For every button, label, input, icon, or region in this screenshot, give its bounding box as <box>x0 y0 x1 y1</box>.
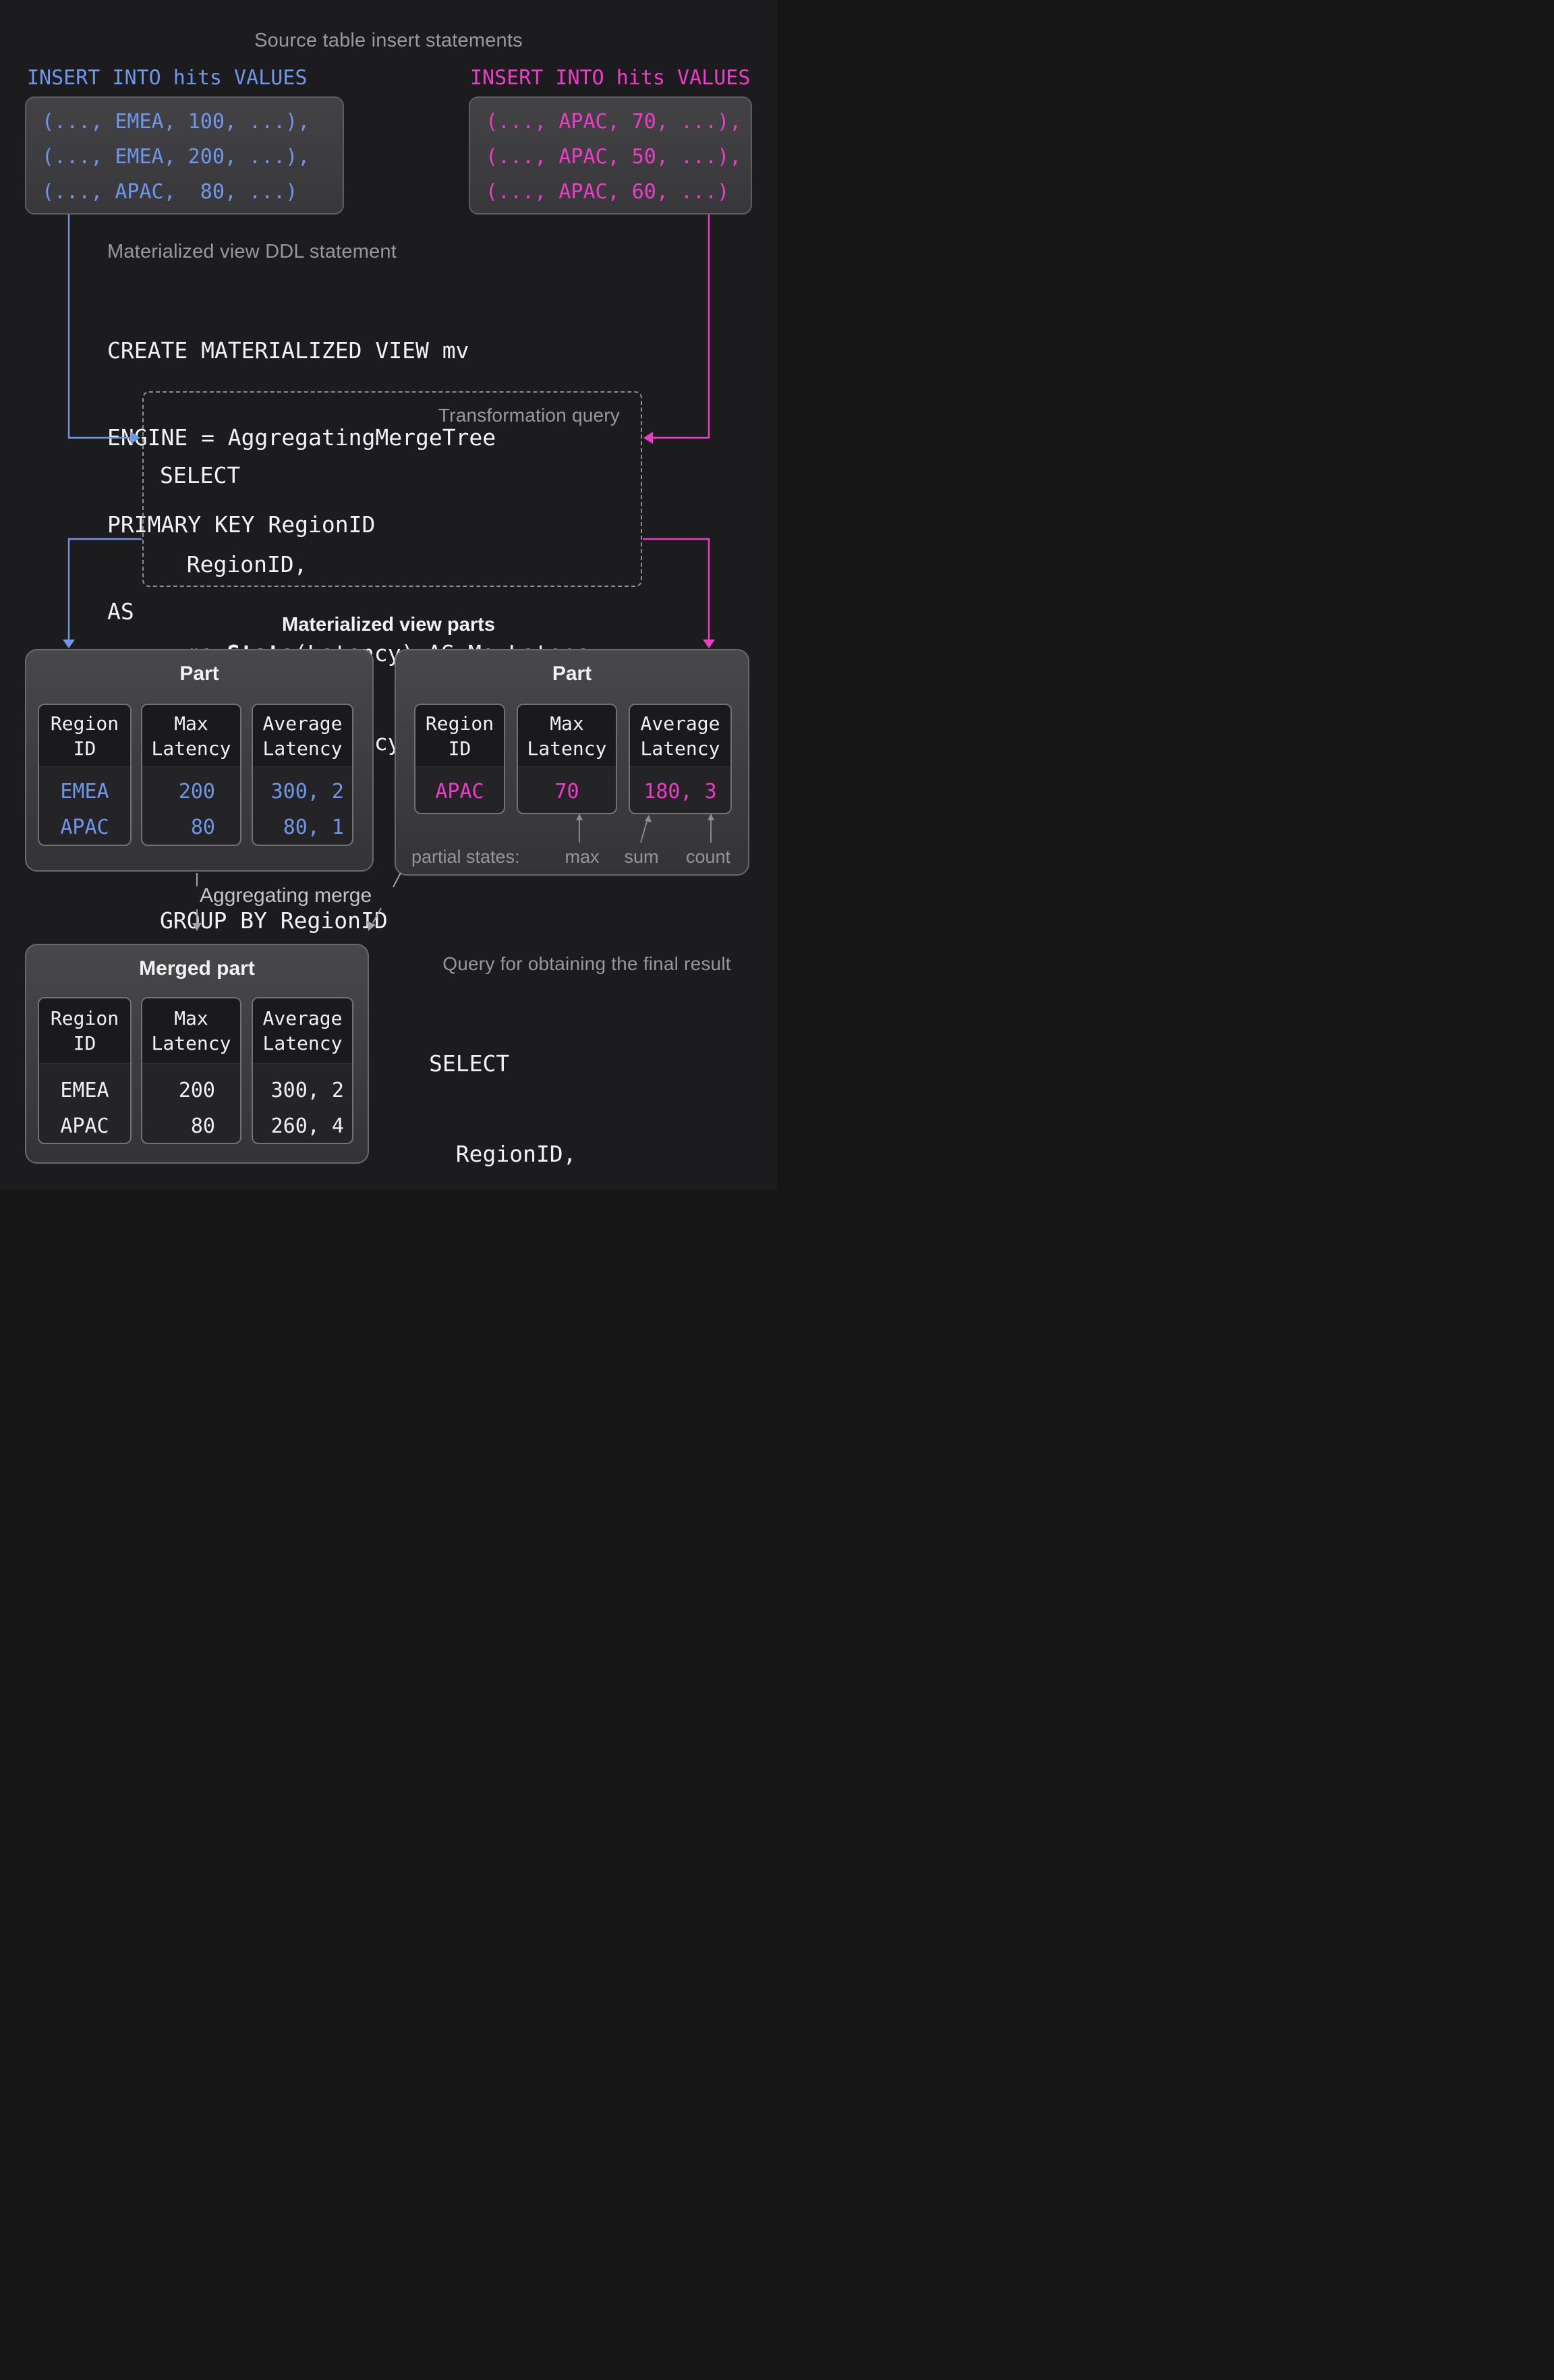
page-title: Source table insert statements <box>254 30 523 51</box>
column-header: Average Latency <box>253 705 352 767</box>
insert-left-row: (..., EMEA, 100, ...), <box>42 110 310 134</box>
column-header: Average Latency <box>630 705 730 767</box>
final-query-heading: Query for obtaining the final result <box>442 953 731 974</box>
aggregating-merge-label: Aggregating merge <box>200 884 372 907</box>
column-average-latency: Average Latency 300, 2 80, 1 <box>252 704 353 846</box>
column-average-latency: Average Latency 300, 2 260, 4 <box>252 997 353 1144</box>
insert-right-row: (..., APAC, 60, ...) <box>486 180 730 204</box>
column-header: Region ID <box>39 998 130 1064</box>
column-max-latency: Max Latency 200 80 <box>141 704 241 846</box>
part-right-box: Part Region ID APAC Max Latency 70 Avera… <box>395 649 749 876</box>
cell-value: 80 <box>190 816 215 839</box>
part-right-title: Part <box>552 662 592 685</box>
column-region-id: Region ID EMEA APAC <box>38 704 132 846</box>
transformation-query-box: Transformation query SELECT RegionID, ma… <box>142 391 642 934</box>
transformation-query-label: Transformation query <box>438 405 620 426</box>
code-line: GROUP BY RegionID <box>160 907 388 934</box>
cell-value: 260, 4 <box>270 1114 344 1138</box>
cell-value: APAC <box>435 780 484 803</box>
code-line: RegionID, <box>160 551 308 577</box>
merged-part-title: Merged part <box>139 957 255 980</box>
column-region-id: Region ID APAC <box>414 704 505 814</box>
cell-value: 80, 1 <box>283 816 344 839</box>
column-header: Max Latency <box>142 705 240 767</box>
ddl-line: PRIMARY KEY RegionID <box>107 511 376 538</box>
insert-left-row: (..., APAC, 80, ...) <box>42 180 298 204</box>
cell-value: APAC <box>60 816 109 839</box>
insert-right-row: (..., APAC, 50, ...), <box>486 145 742 169</box>
column-average-latency: Average Latency 180, 3 <box>629 704 732 814</box>
column-header: Average Latency <box>253 998 352 1064</box>
parts-heading: Materialized view parts <box>282 614 495 635</box>
insert-left-box: (..., EMEA, 100, ...), (..., EMEA, 200, … <box>25 96 344 215</box>
insert-right-box: (..., APAC, 70, ...), (..., APAC, 50, ..… <box>469 96 752 215</box>
code-line: SELECT <box>160 462 241 488</box>
cell-value: 300, 2 <box>270 780 344 803</box>
column-region-id: Region ID EMEA APAC <box>38 997 132 1144</box>
cell-value: APAC <box>60 1114 109 1138</box>
cell-value: EMEA <box>60 780 109 803</box>
diagram-canvas: Source table insert statements INSERT IN… <box>0 0 777 1190</box>
partial-states-label: partial states: <box>411 847 520 867</box>
cell-value: 200 <box>178 1079 215 1102</box>
ddl-line: CREATE MATERIALIZED VIEW mv <box>107 337 469 364</box>
column-header: Region ID <box>415 705 504 767</box>
column-header: Region ID <box>39 705 130 767</box>
insert-left-label: INSERT INTO hits VALUES <box>27 66 308 90</box>
cell-value: 300, 2 <box>270 1079 344 1102</box>
cell-value: 200 <box>178 780 215 803</box>
column-header: Max Latency <box>518 705 616 767</box>
ddl-heading: Materialized view DDL statement <box>107 241 397 262</box>
column-max-latency: Max Latency 200 80 <box>141 997 241 1144</box>
cell-value: 180, 3 <box>643 780 717 803</box>
insert-right-row: (..., APAC, 70, ...), <box>486 110 742 134</box>
part-left-box: Part Region ID EMEA APAC Max Latency 200… <box>25 649 374 872</box>
cell-value: 80 <box>190 1114 215 1138</box>
merged-part-box: Merged part Region ID EMEA APAC Max Late… <box>25 944 369 1164</box>
insert-right-label: INSERT INTO hits VALUES <box>470 66 751 90</box>
partial-state-max: max <box>565 847 600 867</box>
code-line: RegionID, <box>429 1140 577 1167</box>
partial-state-count: count <box>685 847 731 867</box>
cell-value: EMEA <box>60 1079 109 1102</box>
insert-left-row: (..., EMEA, 200, ...), <box>42 145 310 169</box>
code-line: SELECT <box>429 1050 510 1077</box>
partial-state-sum: sum <box>624 847 659 867</box>
part-left-title: Part <box>179 662 219 685</box>
cell-value: 70 <box>554 780 579 803</box>
column-max-latency: Max Latency 70 <box>517 704 617 814</box>
column-header: Max Latency <box>142 998 240 1064</box>
